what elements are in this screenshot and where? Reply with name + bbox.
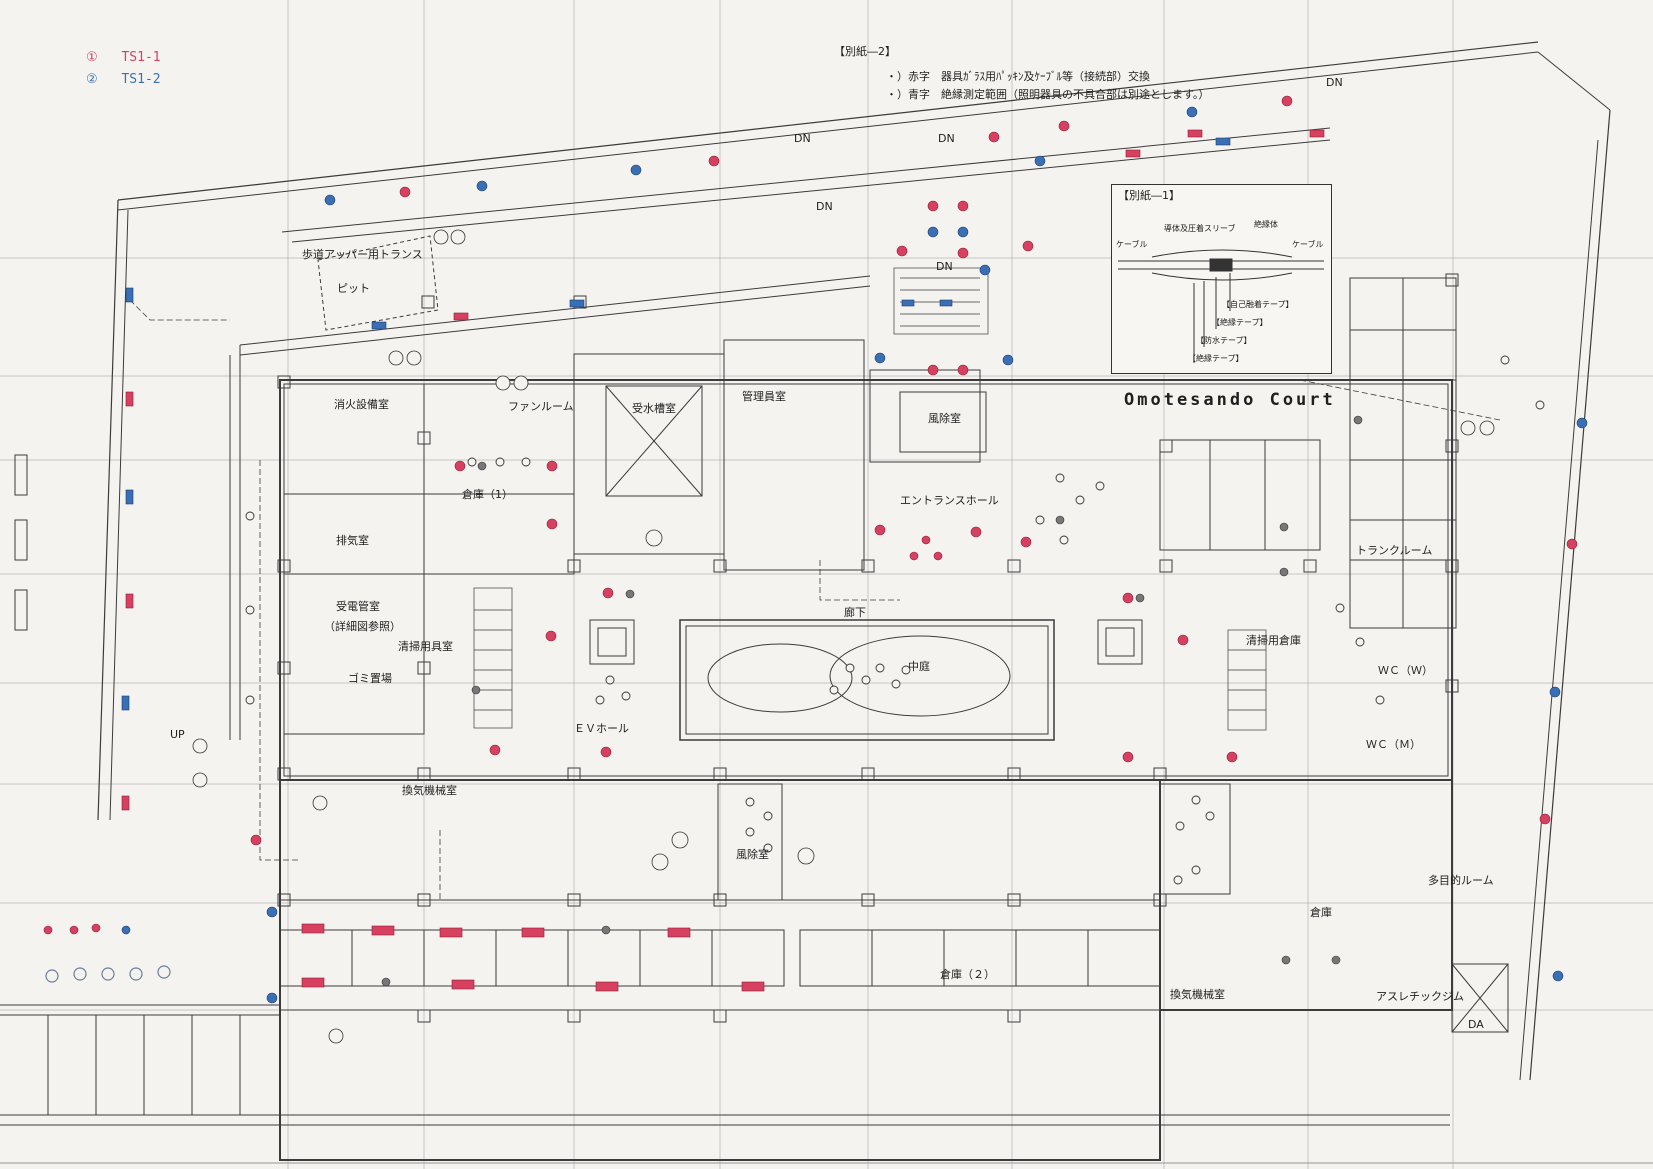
room-warehouse: 倉庫 [1310,906,1332,919]
room-cleaning-storage: 清掃用倉庫 [1246,634,1301,647]
inset-tape-4: 【絶縁テープ】 [1188,354,1244,363]
splice-detail-inset: 【別紙―1】 ケーブル 導体及圧着スリーブ 絶縁体 ケーブル 【自己融着テープ】… [1111,184,1332,374]
room-windbreak-bottom: 風除室 [736,848,769,861]
room-electric: 受電管室 [336,600,380,613]
legend-num: ① [86,50,98,65]
marker-dn-1: DN [1326,76,1343,89]
inset-cable-left: ケーブル [1116,240,1148,249]
inset-insulator: 絶縁体 [1254,220,1278,229]
room-multipurpose: 多目的ルーム [1428,874,1494,887]
room-fan: ファンルーム [508,400,574,413]
room-garbage: ゴミ置場 [348,672,392,685]
room-fire-equipment: 消火設備室 [334,398,389,411]
room-electric-note: （詳細図参照） [324,620,401,633]
room-ventilation-right: 換気機械室 [1170,988,1225,1001]
inset-tape-3: 【防水テープ】 [1196,336,1252,345]
legend-item-ts1-1: ① TS1-1 [86,50,161,65]
room-management: 管理員室 [742,390,786,403]
room-courtyard: 中庭 [908,660,930,673]
room-corridor: 廊下 [844,606,866,619]
room-wc-w: ＷＣ（Ｗ） [1378,664,1433,677]
marker-dn-4: DN [816,200,833,213]
inset-tape-1: 【自己融着テープ】 [1222,300,1294,309]
room-trunk: トランクルーム [1356,544,1433,557]
marker-up: UP [170,728,185,741]
red-note: ・）赤字 器具ｶﾞﾗｽ用ﾊﾟｯｷﾝ及ｹｰﾌﾞﾙ等（接続部）交換 [886,70,1150,83]
room-athletic-gym: アスレチックジム [1376,990,1464,1003]
room-storage-2: 倉庫（２） [940,968,995,981]
legend-item-ts1-2: ② TS1-2 [86,72,161,87]
marker-dn-5: DN [936,260,953,273]
sheet-ref: 【別紙―2】 [834,45,896,58]
inset-sleeve: 導体及圧着スリーブ [1164,224,1236,233]
room-ventilation-left: 換気機械室 [402,784,457,797]
room-windbreak-top: 風除室 [928,412,961,425]
legend-num: ② [86,72,98,87]
legend-label: TS1-1 [121,50,161,65]
room-wc-m: ＷＣ（Ｍ） [1366,738,1421,751]
marker-dn-3: DN [938,132,955,145]
legend-label: TS1-2 [121,72,161,87]
room-pit: ピット [337,282,370,295]
splice-drawing [1118,249,1324,363]
room-transformer: 歩道アッパー用トランス [302,248,423,261]
room-cleaning: 清掃用具室 [398,640,453,653]
blue-note: ・）青字 絶縁測定範囲（照明器具の不具合部は別途とします。） [886,88,1210,101]
building-name: Omotesando Court [1124,390,1336,410]
room-water-tank: 受水槽室 [632,402,676,415]
room-entrance-hall: エントランスホール [900,494,999,507]
marker-da: DA [1468,1018,1484,1031]
room-smoke-exhaust: 排気室 [336,534,369,547]
inset-title: 【別紙―1】 [1118,189,1180,202]
inset-tape-2: 【絶縁テープ】 [1212,318,1268,327]
marker-dn-2: DN [794,132,811,145]
room-storage-1: 倉庫（1） [462,488,513,501]
room-ev-hall: ＥＶホール [574,722,629,735]
inset-cable-right: ケーブル [1292,240,1324,249]
